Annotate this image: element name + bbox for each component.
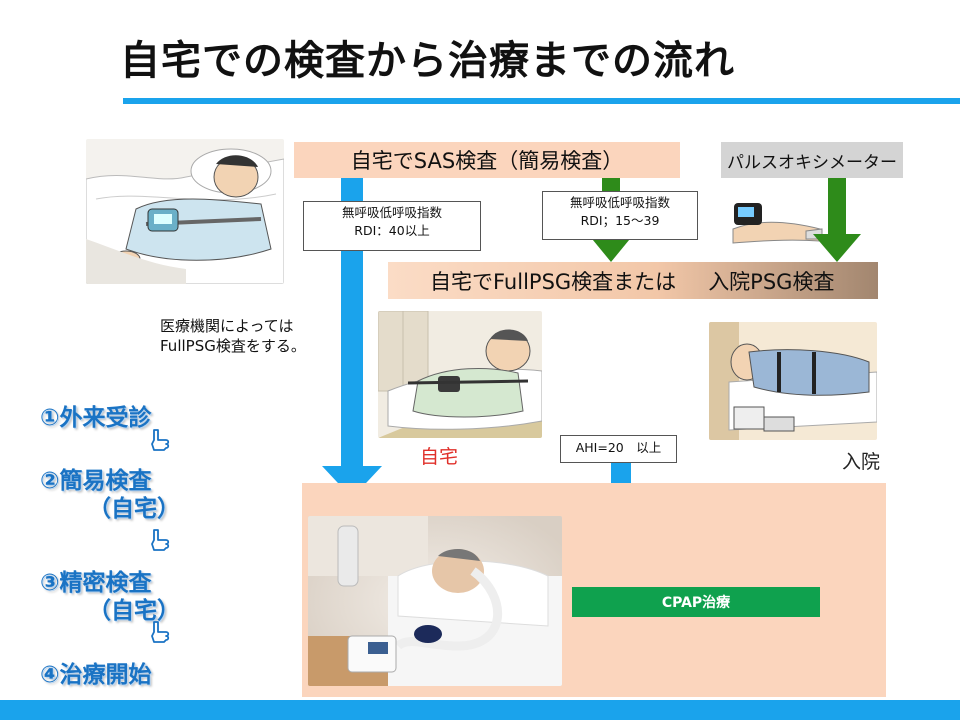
admission-label: 入院 — [842, 451, 881, 473]
callout-b-title: 無呼吸低呼吸指数 — [569, 195, 670, 210]
psg-admission-label: 入院PSG検査 — [708, 269, 835, 294]
pointing-hand-icon — [148, 620, 172, 650]
psg-test-bar: 自宅でFullPSG検査または 入院PSG検査 — [388, 262, 878, 299]
step-simple-test: ②簡易検査 — [40, 468, 152, 494]
fullpsg-note: 医療機関によっては FullPSG検査をする。 — [160, 316, 306, 356]
note-line-2: FullPSG検査をする。 — [160, 337, 306, 355]
home-sas-test-bar: 自宅でSAS検査（簡易検査） — [294, 142, 680, 178]
ahi-callout: AHI=20 以上 — [560, 435, 677, 463]
cpap-photo — [308, 516, 562, 686]
pulse-oximeter-bar: パルスオキシメーター — [721, 142, 903, 178]
callout-a-title: 無呼吸低呼吸指数 — [341, 205, 442, 220]
note-line-1: 医療機関によっては — [160, 317, 294, 335]
flow-arrow-green-right — [813, 178, 861, 262]
pulse-oximeter-illustration — [728, 189, 826, 251]
page-title: 自宅での検査から治療までの流れ — [120, 38, 735, 84]
title-underline — [123, 98, 960, 104]
step-outpatient-visit: ①外来受診 — [40, 405, 152, 431]
callout-a-value: RDI：40以上 — [354, 223, 430, 238]
admission-psg-illustration — [709, 322, 877, 440]
callout-b-value: RDI；15～39 — [580, 213, 660, 228]
psg-home-label: 自宅でFullPSG検査または — [430, 269, 677, 294]
step-detailed-test: ③精密検査 — [40, 570, 152, 596]
step-detailed-test-home: （自宅） — [88, 598, 180, 624]
home-psg-illustration — [378, 311, 542, 438]
pointing-hand-icon — [148, 428, 172, 458]
rdi-15-39-callout: 無呼吸低呼吸指数 RDI；15～39 — [542, 191, 698, 240]
rdi-40-callout: 無呼吸低呼吸指数 RDI：40以上 — [303, 201, 481, 251]
pointing-hand-icon — [148, 528, 172, 558]
cpap-treatment-bar: CPAP治療 — [572, 587, 820, 617]
footer-bar — [0, 700, 960, 720]
home-simple-test-illustration — [86, 139, 284, 284]
step-simple-test-home: （自宅） — [88, 496, 180, 522]
home-label: 自宅 — [420, 446, 459, 468]
step-start-treatment: ④治療開始 — [40, 662, 152, 688]
